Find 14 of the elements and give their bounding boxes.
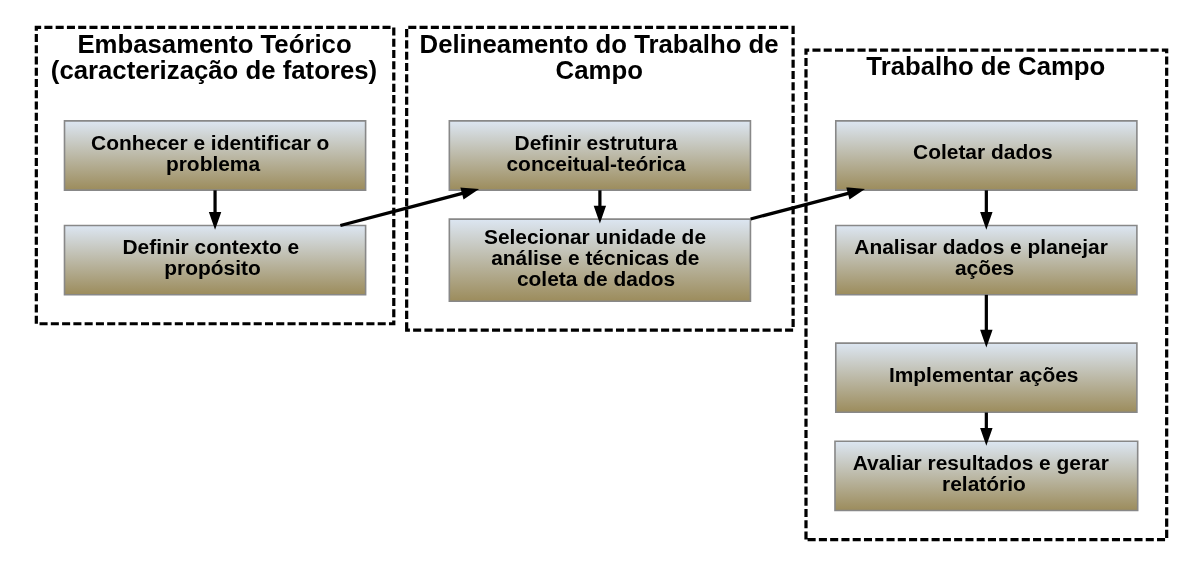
arrow bbox=[593, 190, 606, 224]
arrow bbox=[979, 190, 993, 230]
node-box: Coletar dados bbox=[834, 120, 1138, 191]
arrow bbox=[339, 187, 479, 228]
arrow bbox=[749, 187, 865, 221]
node-box: Selecionar unidade de análise e técnicas de coleta de dados bbox=[448, 218, 751, 302]
arrow bbox=[208, 190, 221, 230]
node-box: Conhecer e identificar o problema bbox=[63, 120, 366, 191]
node-box: Definir contexto e propósito bbox=[63, 224, 366, 296]
node-box: Implementar ações bbox=[834, 342, 1138, 414]
node-box: Avaliar resultados e gerar relatório bbox=[833, 440, 1138, 512]
arrow bbox=[979, 294, 993, 348]
node-box: Analisar dados e planejar ações bbox=[834, 224, 1138, 296]
node-box: Definir estrutura conceitual-teórica bbox=[448, 120, 751, 191]
